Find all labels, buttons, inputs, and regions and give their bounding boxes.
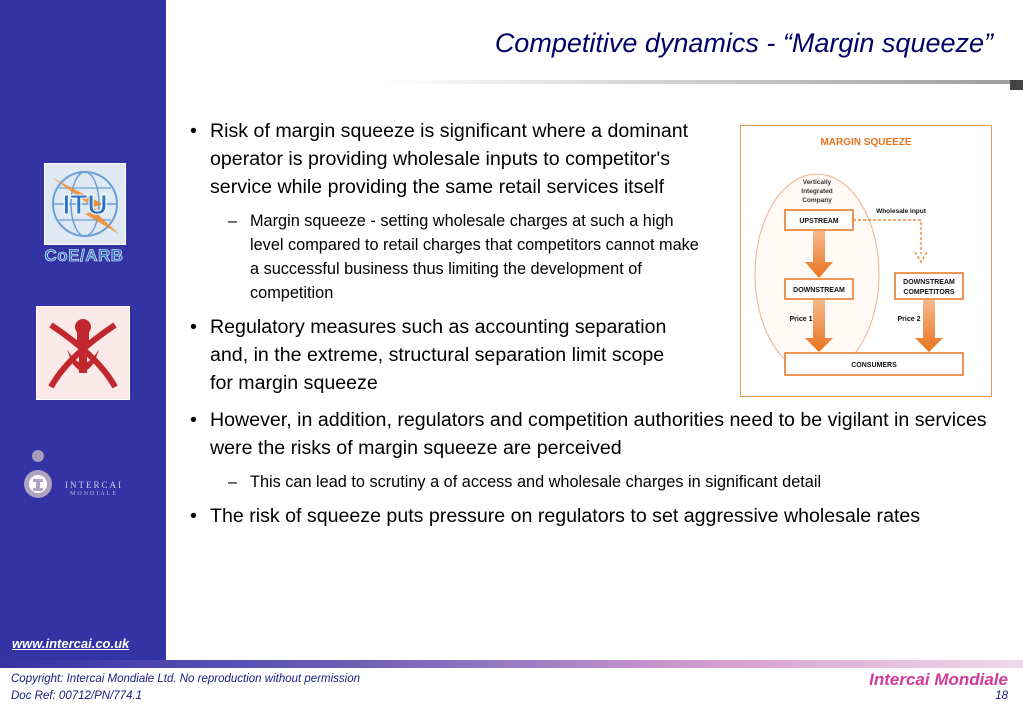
price2-arrow-icon [915, 300, 943, 352]
margin-squeeze-diagram: MARGIN SQUEEZE Vertically Integrated Com… [740, 125, 992, 397]
price2-label: Price 2 [898, 316, 921, 323]
bullet-item: • The risk of squeeze puts pressure on r… [188, 502, 990, 530]
vertically-label: Vertically [803, 179, 832, 186]
itu-globe-graphic: ITU [52, 171, 119, 237]
downstream-box [784, 278, 854, 300]
dash-icon: – [228, 473, 238, 491]
bullet-dot-icon: • [190, 505, 197, 527]
bullet-dot-icon: • [190, 120, 197, 142]
bullet-text: Regulatory measures such as accounting s… [210, 316, 667, 394]
bullet-item: • However, in addition, regulators and c… [188, 406, 990, 462]
crossed-swords-icon [48, 319, 118, 389]
downstream-label: DOWNSTREAM [793, 287, 845, 294]
itu-logo: ITU CoE/ARB [28, 163, 140, 267]
bottom-gradient-bar [0, 660, 1023, 668]
competitors-label-1: DOWNSTREAM [903, 279, 955, 286]
title-divider-end [1010, 80, 1023, 90]
bullet-text: The risk of squeeze puts pressure on reg… [210, 505, 921, 527]
margin-squeeze-graphic: MARGIN SQUEEZE Vertically Integrated Com… [754, 137, 964, 376]
intercai-wordmark: INTERCAI [65, 480, 123, 490]
intercai-website-link[interactable]: www.intercai.co.uk [12, 636, 130, 651]
bullet-dot-icon: • [190, 409, 197, 431]
bullet-text: Risk of margin squeeze is significant wh… [210, 120, 689, 198]
itu-globe-icon: ITU [44, 163, 126, 245]
footer-copyright: Copyright: Intercai Mondiale Ltd. No rep… [11, 673, 361, 685]
slide-content: • Risk of margin squeeze is significant … [188, 117, 1003, 530]
title-divider [380, 80, 1023, 84]
competitors-label-2: COMPETITORS [903, 289, 955, 296]
price1-arrow-icon [805, 300, 833, 352]
down-arrow-icon [805, 231, 833, 278]
dash-icon: – [228, 212, 238, 230]
dashed-arrow-icon [914, 251, 928, 264]
integrated-label: Integrated [801, 188, 832, 195]
intercai-logo: INTERCAI MONDIALE [22, 448, 142, 510]
diagram-title: MARGIN SQUEEZE [820, 137, 911, 148]
slide-title: Competitive dynamics - “Margin squeeze” [494, 28, 993, 58]
upstream-label: UPSTREAM [799, 218, 838, 225]
intercai-emblem-icon [24, 450, 52, 498]
competitors-box [894, 272, 964, 300]
sub-bullet-item: – Margin squeeze - setting wholesale cha… [188, 209, 710, 305]
company-label: Company [802, 197, 832, 204]
sub-bullet-text: This can lead to scrutiny a of access an… [250, 473, 822, 491]
footer-brand: Intercai Mondiale [869, 670, 1008, 689]
oman-emblem-logo [36, 306, 130, 400]
page-number: 18 [995, 690, 1008, 702]
itu-coe-label: CoE/ARB [44, 246, 124, 266]
itu-globe-text: ITU [62, 189, 107, 220]
footer-doc-ref: Doc Ref: 00712/PN/774.1 [11, 690, 143, 702]
consumers-box [784, 352, 964, 376]
sub-bullet-text: Margin squeeze - setting wholesale charg… [250, 212, 699, 302]
bullet-text: However, in addition, regulators and com… [210, 409, 987, 459]
mondiale-wordmark: MONDIALE [70, 491, 118, 497]
sub-bullet-item: – This can lead to scrutiny a of access … [188, 470, 1003, 494]
price1-label: Price 1 [790, 316, 813, 323]
bullet-item: • Risk of margin squeeze is significant … [188, 117, 730, 201]
wholesale-input-label: Wholesale input [876, 208, 927, 215]
bullet-item: • Regulatory measures such as accounting… [188, 313, 670, 397]
bullet-dot-icon: • [190, 316, 197, 338]
consumers-label: CONSUMERS [851, 362, 897, 369]
